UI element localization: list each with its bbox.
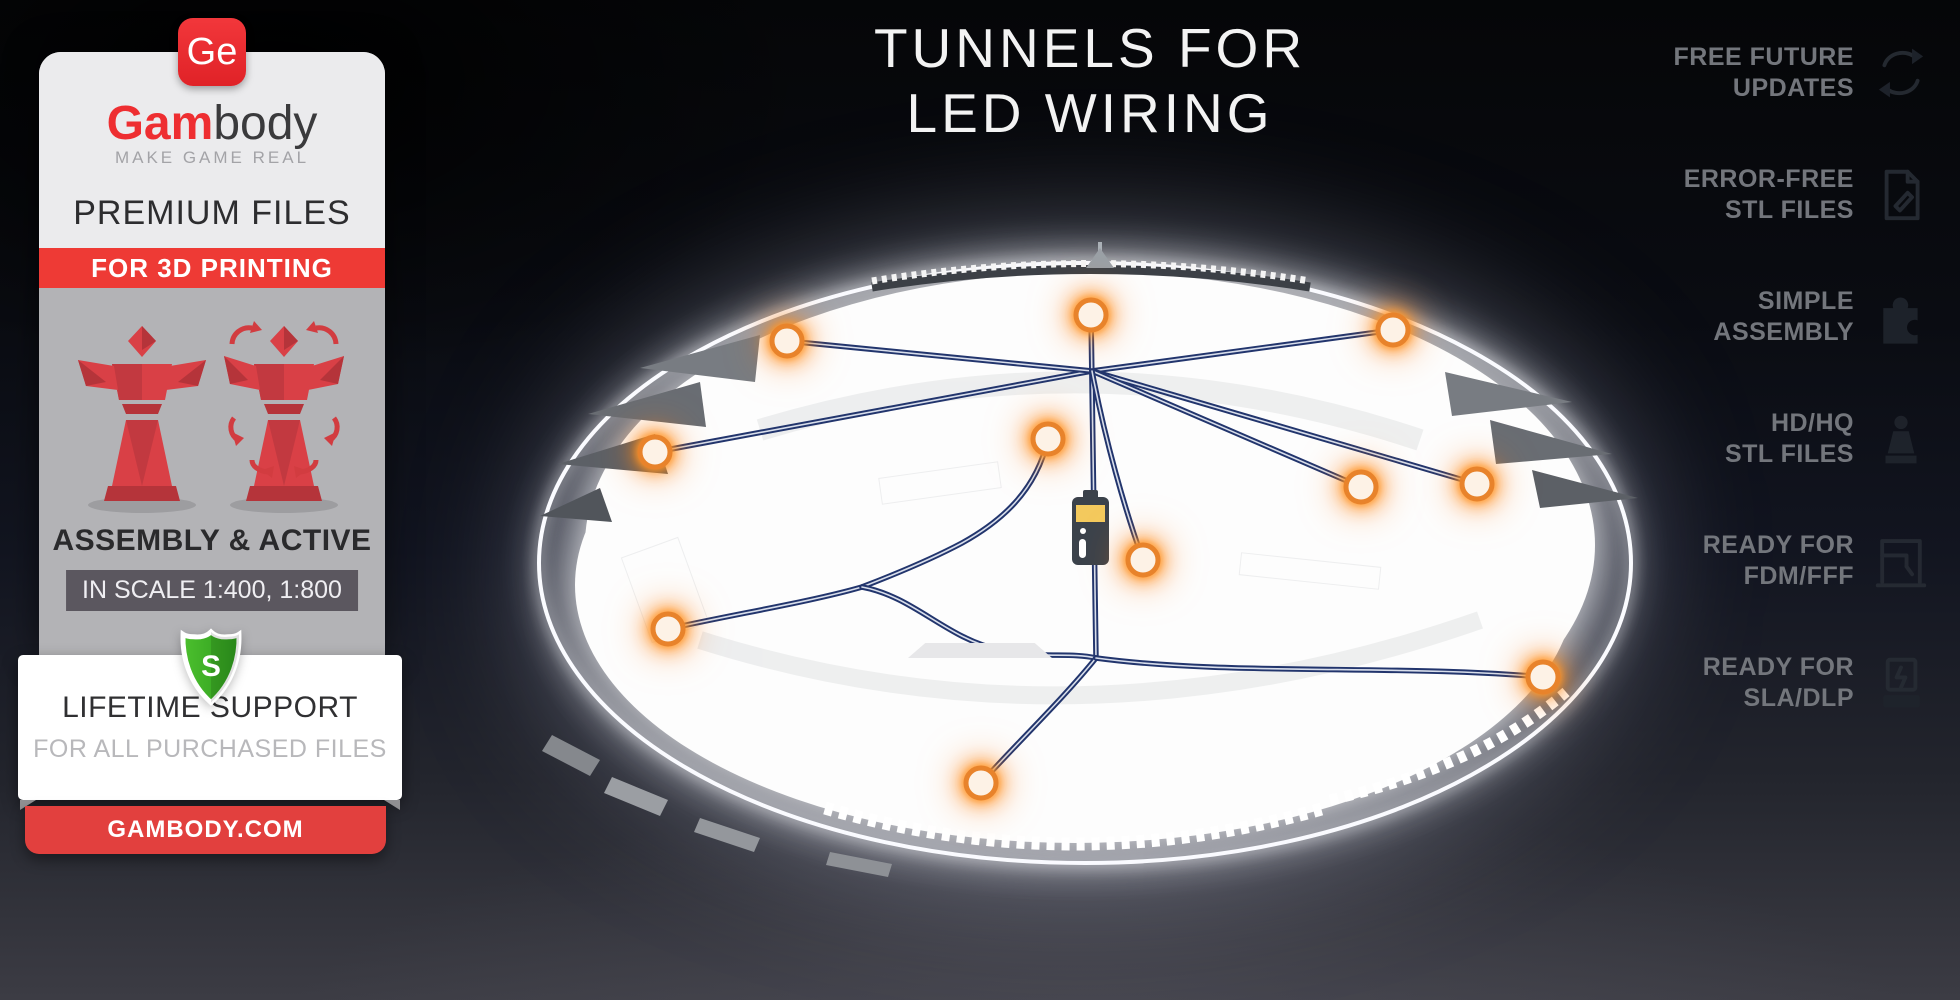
feature-label: SIMPLE bbox=[1757, 286, 1854, 315]
shield-tab bbox=[908, 643, 1052, 658]
premium-files-label: PREMIUM FILES bbox=[73, 194, 351, 232]
led-wire-core bbox=[667, 586, 863, 630]
logo-monogram: Ge bbox=[186, 30, 238, 73]
title-line2: LED WIRING bbox=[906, 81, 1274, 144]
feature-error-free-stl: ERROR-FREE STL FILES bbox=[1674, 134, 1933, 256]
brand-tagline: MAKE GAME REAL bbox=[114, 148, 310, 167]
saucer-top-rim bbox=[871, 265, 1311, 292]
for-3d-printing-banner: FOR 3D PRINTING bbox=[39, 248, 385, 288]
led-node bbox=[1125, 542, 1161, 578]
led-wire-core bbox=[1095, 657, 1544, 678]
feature-label: STL FILES bbox=[1724, 196, 1854, 224]
led-node bbox=[963, 765, 999, 801]
brand-red: Gam bbox=[106, 97, 214, 150]
feature-label: UPDATES bbox=[1732, 74, 1854, 102]
stl-file-icon bbox=[1870, 164, 1932, 226]
brand-dark: body bbox=[213, 97, 318, 150]
gambody-logo-icon: Ge bbox=[178, 18, 246, 86]
led-node bbox=[1459, 466, 1495, 502]
static-figure bbox=[78, 326, 206, 501]
led-wire-core bbox=[1091, 370, 1362, 488]
battery-slot bbox=[1079, 539, 1086, 558]
feature-label: STL FILES bbox=[1724, 440, 1854, 468]
rim-greebles bbox=[540, 335, 1638, 877]
sla-printer-icon bbox=[1870, 652, 1932, 714]
page-title: TUNNELS FOR LED WIRING bbox=[790, 16, 1390, 146]
saucer-bottom-right-teeth bbox=[1328, 687, 1570, 806]
feature-ready-fdm: READY FOR FDM/FFF bbox=[1674, 500, 1933, 622]
led-node bbox=[1343, 469, 1379, 505]
title-line1: TUNNELS FOR bbox=[873, 17, 1307, 79]
feature-free-future-updates: FREE FUTURE UPDATES bbox=[1674, 12, 1933, 134]
led-node bbox=[650, 611, 686, 647]
led-node bbox=[637, 434, 673, 470]
puzzle-icon bbox=[1870, 286, 1932, 348]
led-node bbox=[769, 323, 805, 359]
feature-simple-assembly: SIMPLE ASSEMBLY bbox=[1674, 256, 1933, 378]
saucer-top-teeth bbox=[871, 260, 1311, 285]
feature-label: ASSEMBLY bbox=[1713, 318, 1854, 346]
assembly-active-label: ASSEMBLY & ACTIVE bbox=[52, 524, 372, 557]
feature-label: ERROR-FREE bbox=[1683, 164, 1854, 193]
assembly-active-figures bbox=[78, 321, 344, 513]
feature-label: FDM/FFF bbox=[1743, 562, 1854, 590]
feature-label: FREE FUTURE bbox=[1673, 42, 1854, 71]
led-node bbox=[1073, 297, 1109, 333]
shield-letter: S bbox=[201, 650, 221, 683]
support-shield-icon: S bbox=[180, 628, 242, 706]
active-figure bbox=[224, 321, 344, 501]
fdm-printer-icon bbox=[1870, 530, 1932, 592]
feature-label: SLA/DLP bbox=[1743, 684, 1854, 712]
led-wire-core bbox=[980, 657, 1097, 784]
led-node bbox=[1030, 421, 1066, 457]
wiring-layer bbox=[637, 297, 1561, 801]
feature-hdhq-stl: HD/HQ STL FILES bbox=[1674, 378, 1933, 500]
led-wire-core bbox=[1091, 370, 1144, 561]
statue-icon bbox=[1870, 408, 1932, 470]
feature-label: HD/HQ bbox=[1770, 408, 1854, 437]
brand-card: Ge Gambody MAKE GAME REAL PREMIUM FILES … bbox=[39, 18, 385, 655]
bridge-antenna-icon bbox=[1086, 242, 1114, 268]
feature-list: FREE FUTURE UPDATES ERROR-FREE STL FILES bbox=[1674, 12, 1933, 744]
scale-badge: IN SCALE 1:400, 1:800 bbox=[66, 570, 358, 611]
led-node bbox=[1375, 312, 1411, 348]
led-wire-core bbox=[861, 438, 1049, 588]
card-illustration-section: ASSEMBLY & ACTIVE IN SCALE 1:400, 1:800 bbox=[39, 288, 385, 655]
saucer-bottom-teeth bbox=[823, 801, 1327, 851]
rotation-arrows bbox=[228, 321, 340, 478]
gambody-site-link[interactable]: GAMBODY.COM bbox=[25, 806, 386, 854]
battery-band bbox=[1076, 505, 1105, 522]
brand-wordmark: Gambody bbox=[39, 96, 385, 151]
feature-label: READY FOR bbox=[1702, 530, 1854, 559]
purchased-files-label: FOR ALL PURCHASED FILES bbox=[33, 735, 387, 763]
card-header: Ge Gambody MAKE GAME REAL PREMIUM FILES bbox=[39, 18, 385, 248]
updates-icon bbox=[1870, 42, 1932, 104]
feature-label: READY FOR bbox=[1702, 652, 1854, 681]
led-node bbox=[1525, 659, 1561, 695]
feature-ready-sla: READY FOR SLA/DLP bbox=[1674, 622, 1933, 744]
battery-dot bbox=[1080, 528, 1086, 534]
